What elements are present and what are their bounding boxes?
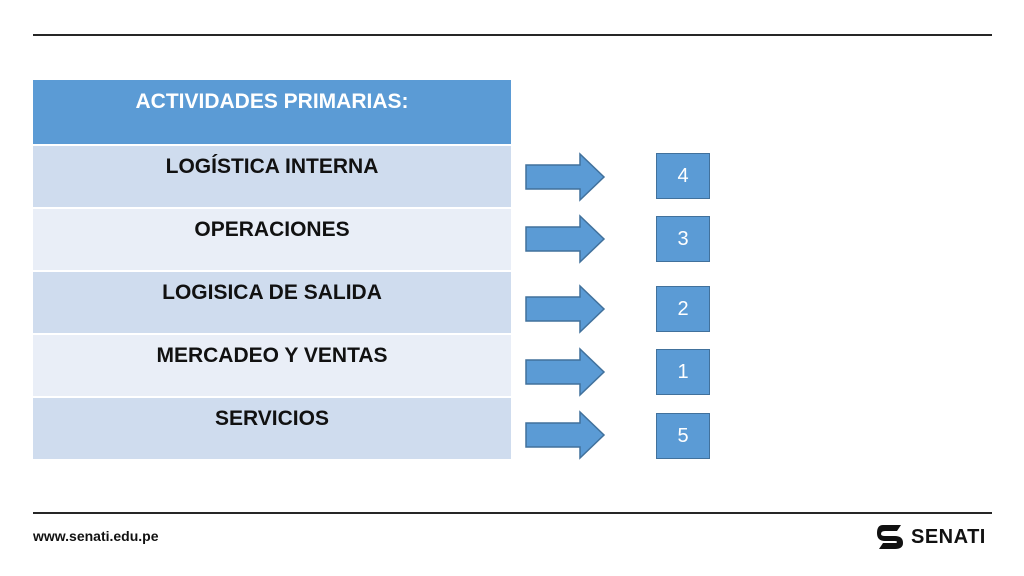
order-number-box: 2: [656, 286, 710, 332]
right-arrow-icon: [525, 284, 606, 334]
order-number-box: 5: [656, 413, 710, 459]
senati-logo: SENATI: [875, 523, 986, 551]
table-row: SERVICIOS: [33, 398, 511, 461]
top-rule: [33, 34, 992, 36]
footer-url[interactable]: www.senati.edu.pe: [33, 528, 159, 544]
table-header: ACTIVIDADES PRIMARIAS:: [33, 80, 511, 146]
table-row: OPERACIONES: [33, 209, 511, 272]
brand-name: SENATI: [911, 525, 986, 548]
bottom-rule: [33, 512, 992, 514]
order-number-box: 4: [656, 153, 710, 199]
primary-activities-table: ACTIVIDADES PRIMARIAS: LOGÍSTICA INTERNA…: [33, 80, 511, 461]
order-number-box: 1: [656, 349, 710, 395]
table-row: LOGÍSTICA INTERNA: [33, 146, 511, 209]
right-arrow-icon: [525, 214, 606, 264]
senati-logo-icon: [877, 525, 903, 549]
table-row: LOGISICA DE SALIDA: [33, 272, 511, 335]
right-arrow-icon: [525, 347, 606, 397]
order-number-box: 3: [656, 216, 710, 262]
right-arrow-icon: [525, 410, 606, 460]
table-row: MERCADEO Y VENTAS: [33, 335, 511, 398]
right-arrow-icon: [525, 152, 606, 202]
